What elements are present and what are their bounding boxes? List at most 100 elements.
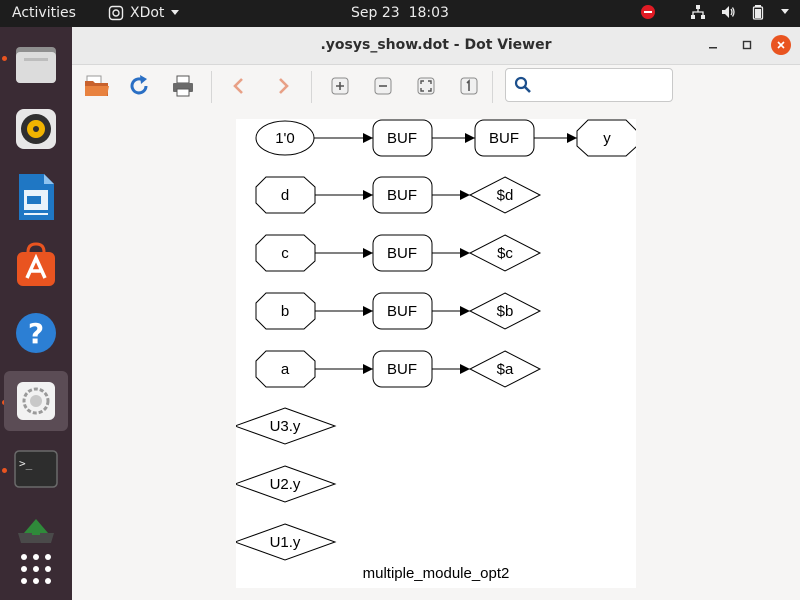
wire-node[interactable] [236, 523, 337, 561]
dock-item-rhythmbox[interactable] [4, 99, 68, 159]
arrow-left-icon [233, 78, 243, 94]
node-label: a [281, 361, 290, 378]
app-menu[interactable]: XDot [108, 5, 180, 21]
dock-item-writer[interactable] [4, 167, 68, 227]
activities-button[interactable]: Activities [12, 5, 76, 21]
trash-icon [18, 519, 54, 543]
zoom-fit-button[interactable] [413, 73, 439, 99]
clock-button[interactable]: Sep 23 18:03 [351, 5, 449, 21]
time: 18:03 [408, 5, 449, 21]
dock-item-trash[interactable] [4, 495, 68, 555]
wire-node[interactable] [468, 176, 542, 214]
app-menu-label: XDot [130, 5, 165, 21]
wire-node[interactable] [468, 292, 542, 330]
wire-node[interactable] [468, 350, 542, 388]
zoom-in-icon [331, 77, 349, 95]
wire-node[interactable] [468, 234, 542, 272]
xdot-icon [17, 382, 55, 420]
node-label: BUF [387, 130, 417, 147]
window-title: .yosys_show.dot - Dot Viewer [320, 37, 552, 53]
input-port-node[interactable] [255, 176, 316, 214]
reload-button[interactable] [126, 73, 152, 99]
zoom-out-button[interactable] [370, 73, 396, 99]
dock-item-xdot[interactable] [4, 371, 68, 431]
show-applications-button[interactable] [4, 539, 68, 599]
dock-item-files[interactable] [4, 35, 68, 95]
node-label: U1.y [270, 534, 301, 551]
graph-canvas[interactable]: 1'0 BUF BUF y d BUF $d c BUF $c b BUF $b… [236, 119, 636, 588]
chevron-down-icon [171, 10, 180, 15]
running-indicator [2, 468, 7, 473]
zoom-original-icon [460, 77, 478, 95]
clock: Sep 23 18:03 [0, 5, 800, 21]
app-grid-icon [21, 554, 51, 584]
libreoffice-writer-icon [19, 174, 54, 220]
rhythmbox-icon [16, 109, 56, 149]
zoom-100-button[interactable] [456, 73, 482, 99]
node-label: U2.y [270, 476, 301, 493]
dock-item-software[interactable] [4, 235, 68, 295]
toolbar-separator [211, 71, 212, 103]
minimize-button[interactable] [703, 35, 723, 55]
maximize-button[interactable] [737, 35, 757, 55]
reload-icon [130, 75, 148, 95]
toolbar [72, 65, 800, 107]
system-menu-icon[interactable] [780, 8, 790, 16]
search-input[interactable] [536, 73, 668, 97]
search-icon [514, 76, 531, 93]
node-label: BUF [489, 130, 519, 147]
minimize-icon [709, 47, 717, 49]
dock-item-terminal[interactable]: >_ [4, 439, 68, 499]
input-port-node[interactable] [255, 234, 316, 272]
zoom-out-icon [374, 77, 392, 95]
title-bar[interactable]: .yosys_show.dot - Dot Viewer [72, 27, 800, 65]
dock-item-help[interactable]: ? [4, 303, 68, 363]
network-icon[interactable] [690, 4, 706, 20]
node-label: BUF [387, 187, 417, 204]
open-folder-icon [85, 75, 109, 96]
close-button[interactable] [771, 35, 791, 55]
back-button[interactable] [226, 73, 252, 99]
toolbar-separator [492, 71, 493, 103]
node-label: BUF [387, 245, 417, 262]
wire-node[interactable] [236, 407, 337, 445]
node-label: BUF [387, 303, 417, 320]
node-label: $a [497, 361, 514, 378]
node-label: b [281, 303, 289, 320]
node-label: 1'0 [275, 130, 295, 147]
running-indicator [2, 56, 7, 61]
xdot-app-icon [108, 5, 124, 21]
dot-viewer-window: .yosys_show.dot - Dot Viewer [72, 27, 800, 600]
print-button[interactable] [170, 73, 196, 99]
help-glyph: ? [28, 317, 44, 350]
dock: ? >_ [0, 27, 72, 600]
node-label: $b [497, 303, 514, 320]
terminal-icon: >_ [14, 450, 58, 488]
node-label: BUF [387, 361, 417, 378]
system-tray[interactable] [640, 4, 790, 20]
zoom-fit-icon [417, 77, 435, 95]
forward-button[interactable] [270, 73, 296, 99]
maximize-icon [742, 40, 752, 50]
do-not-disturb-icon[interactable] [640, 4, 656, 20]
wire-node[interactable] [236, 465, 337, 503]
node-label: c [281, 245, 289, 262]
node-label: $c [497, 245, 513, 262]
battery-icon[interactable] [750, 4, 766, 20]
files-icon [16, 47, 56, 83]
date: Sep 23 [351, 5, 400, 21]
print-icon [173, 75, 193, 97]
volume-icon[interactable] [720, 4, 736, 20]
search-box[interactable] [505, 68, 673, 102]
arrow-right-icon [279, 78, 289, 94]
input-port-node[interactable] [255, 292, 316, 330]
output-port-node[interactable] [576, 119, 636, 157]
zoom-in-button[interactable] [327, 73, 353, 99]
node-label: y [603, 130, 611, 147]
open-button[interactable] [84, 73, 110, 99]
help-icon: ? [16, 313, 56, 353]
top-bar: Activities XDot Sep 23 18:03 [0, 0, 800, 27]
input-port-node[interactable] [255, 350, 316, 388]
graph-label: multiple_module_opt2 [363, 565, 510, 582]
node-label: d [281, 187, 289, 204]
